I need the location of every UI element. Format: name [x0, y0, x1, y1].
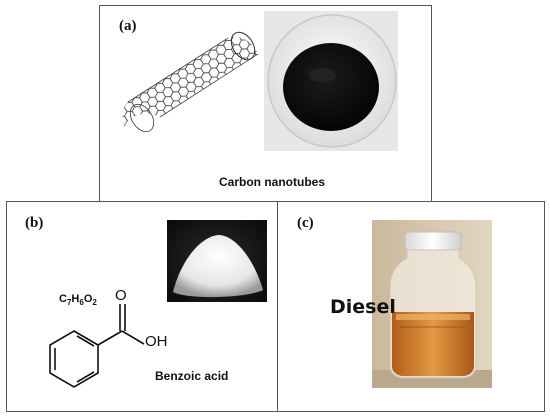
- hydroxyl-label: OH: [145, 333, 168, 350]
- nanotube-powder-photo: [264, 11, 398, 151]
- diesel-bottle-photo: [372, 220, 492, 388]
- formula-c-count: 7: [66, 298, 72, 308]
- carbonyl-oxygen-label: O: [115, 287, 127, 304]
- molecular-formula: C7H6O2: [59, 293, 97, 307]
- carbon-nanotubes-caption: Carbon nanotubes: [219, 175, 326, 189]
- formula-o: O: [83, 293, 93, 305]
- panel-b-label: (b): [25, 215, 44, 231]
- formula-h: H: [71, 293, 80, 305]
- panel-c-diesel: (c) Diesel: [277, 201, 545, 412]
- nanotube-structure-illustration: [122, 31, 259, 133]
- panel-b-benzoic-acid: (b) C7H6O2 O OH: [6, 201, 278, 412]
- benzoic-acid-caption: Benzoic acid: [155, 369, 229, 383]
- benzoic-acid-structure: [49, 304, 145, 388]
- formula-h-count: 6: [79, 298, 84, 308]
- panel-c-label: (c): [297, 215, 314, 231]
- panel-a-carbon-nanotubes: (a) Carb: [99, 5, 432, 202]
- benzoic-acid-powder-photo: [167, 220, 267, 302]
- formula-o-count: 2: [92, 298, 97, 308]
- panel-a-label: (a): [119, 18, 137, 34]
- diesel-label: Diesel: [330, 296, 396, 318]
- formula-c: C: [59, 293, 67, 305]
